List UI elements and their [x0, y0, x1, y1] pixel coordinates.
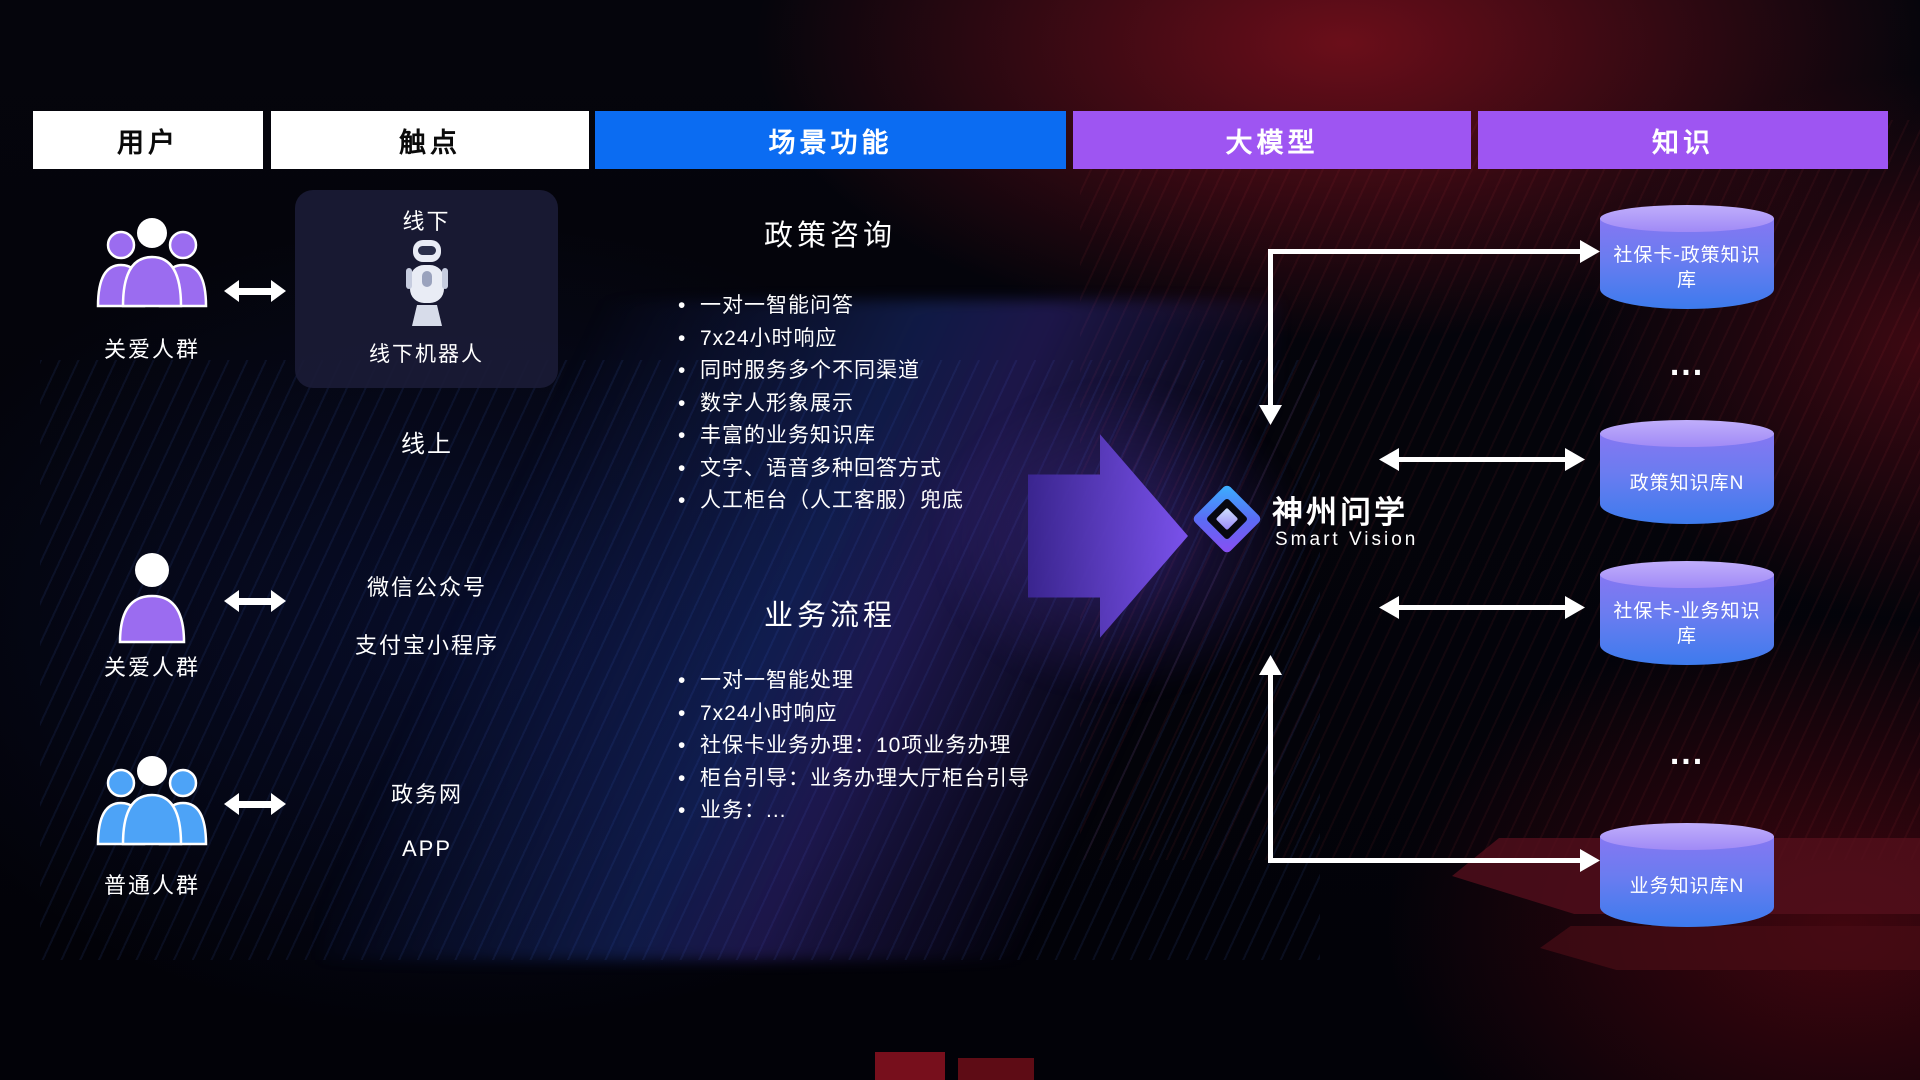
list-item: 一对一智能问答 — [676, 290, 1126, 323]
column-header-touchpoints: 触点 — [271, 111, 589, 169]
model-name: 神州问学 — [1272, 495, 1408, 530]
db-top — [1600, 205, 1774, 232]
database-cylinder-icon: 业务知识库N — [1600, 823, 1774, 927]
offline-title: 线下 — [402, 209, 451, 234]
column-header-scenarios: 场景功能 — [595, 111, 1066, 169]
db-top — [1600, 823, 1774, 850]
db-body — [1600, 836, 1774, 927]
user-group-label: 关爱人群 — [103, 655, 200, 680]
channel-app: APP — [401, 836, 453, 861]
diamond-logo-icon — [1191, 483, 1263, 555]
robot-icon — [398, 238, 456, 335]
list-item: 柜台引导：业务办理大厅柜台引导 — [676, 763, 1146, 796]
list-item: 丰富的业务知识库 — [676, 420, 1126, 453]
policy-feature-list: 一对一智能问答 7x24小时响应 同时服务多个不同渠道 数字人形象展示 丰富的业… — [676, 290, 1126, 518]
user-group-label: 普通人群 — [103, 873, 200, 898]
database-cylinder-icon: 社保卡-业务知识库 — [1600, 561, 1774, 665]
list-item: 7x24小时响应 — [676, 323, 1126, 356]
business-feature-list: 一对一智能处理 7x24小时响应 社保卡业务办理：10项业务办理 柜台引导：业务… — [676, 665, 1146, 828]
ellipsis-label: ... — [1669, 734, 1705, 772]
knowledge-db-label: 社保卡-政策知识库 — [1613, 245, 1761, 291]
channel-gov-web: 政务网 — [390, 782, 463, 807]
list-item: 业务：... — [676, 795, 1146, 828]
channel-alipay: 支付宝小程序 — [354, 633, 499, 658]
database-cylinder-icon: 社保卡-政策知识库 — [1600, 205, 1774, 309]
list-item: 人工柜台（人工客服）兜底 — [676, 485, 1126, 518]
online-title: 线上 — [401, 431, 453, 458]
db-body — [1600, 574, 1774, 665]
list-item: 一对一智能处理 — [676, 665, 1146, 698]
db-top — [1600, 420, 1774, 447]
double-headed-arrow-icon — [224, 590, 286, 612]
column-header-model: 大模型 — [1073, 111, 1471, 169]
database-cylinder-icon: 政策知识库N — [1600, 420, 1774, 524]
user-group-label: 关爱人群 — [103, 337, 200, 362]
db-top — [1600, 561, 1774, 588]
background-red-chevron — [1540, 926, 1920, 970]
ellipsis-label: ... — [1669, 345, 1705, 383]
db-body — [1600, 433, 1774, 524]
list-item: 文字、语音多种回答方式 — [676, 453, 1126, 486]
model-subtitle: Smart Vision — [1275, 529, 1419, 550]
knowledge-db-label: 业务知识库N — [1629, 875, 1745, 897]
group-people-icon — [94, 750, 210, 859]
double-headed-arrow-icon — [224, 280, 286, 302]
background-red-block — [958, 1058, 1034, 1080]
person-icon — [113, 548, 191, 649]
business-section-title: 业务流程 — [763, 600, 896, 632]
list-item: 同时服务多个不同渠道 — [676, 355, 1126, 388]
offline-touchpoint-card: 线下 线下机器人 — [295, 190, 558, 388]
knowledge-db-label: 社保卡-业务知识库 — [1613, 601, 1761, 647]
column-header-knowledge: 知识 — [1478, 111, 1888, 169]
group-people-icon — [94, 212, 210, 321]
offline-robot-label: 线下机器人 — [369, 343, 484, 366]
knowledge-db-label: 政策知识库N — [1629, 472, 1745, 494]
column-header-users: 用户 — [33, 111, 263, 169]
list-item: 数字人形象展示 — [676, 388, 1126, 421]
double-headed-arrow-icon — [224, 793, 286, 815]
list-item: 社保卡业务办理：10项业务办理 — [676, 730, 1146, 763]
db-body — [1600, 218, 1774, 309]
list-item: 7x24小时响应 — [676, 698, 1146, 731]
channel-wechat: 微信公众号 — [366, 575, 487, 600]
background-red-block — [875, 1052, 945, 1080]
policy-section-title: 政策咨询 — [763, 220, 896, 252]
